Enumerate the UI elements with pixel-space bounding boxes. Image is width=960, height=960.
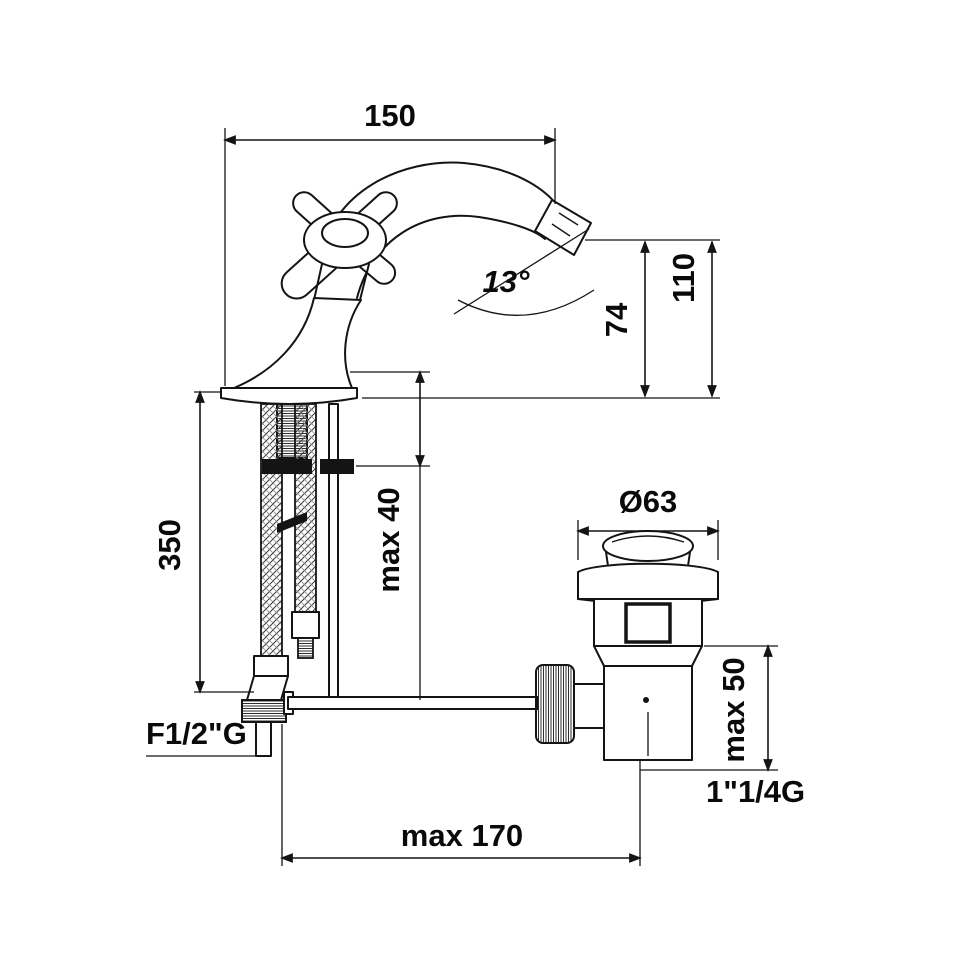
label-inlet-thread: F1/2"G [146, 716, 247, 751]
label-max-reach: max 170 [401, 818, 523, 853]
handle-stem [313, 263, 370, 301]
label-spout-height: 74 [599, 302, 634, 337]
angle-ref-line [453, 228, 590, 315]
drain-cap-side [605, 551, 691, 567]
cross-handle [280, 191, 398, 300]
mounting-clamp-right [320, 459, 354, 474]
popup-rod [328, 403, 339, 705]
label-hose-length: 350 [152, 519, 187, 571]
base-flange [220, 387, 358, 405]
knurled-clamp [535, 664, 575, 744]
bell-body [233, 297, 362, 389]
overflow-hole [624, 602, 672, 644]
supply-hose-right [294, 403, 317, 613]
label-spout-angle: 13° [483, 264, 530, 299]
linkage-rod [287, 696, 539, 710]
hose-right-nipple [297, 637, 314, 659]
drain-flange [577, 562, 719, 600]
spout-aerator-detail [551, 212, 579, 237]
label-drain-thread: 1"1/4G [706, 774, 805, 809]
hose-right-fitting [291, 611, 320, 639]
clamp-collar [573, 683, 607, 729]
elbow-fitting [246, 675, 289, 701]
label-top-width: 150 [364, 98, 416, 133]
hose-band [277, 512, 307, 533]
label-overall-height: 110 [666, 253, 701, 303]
hose-left-nut [253, 655, 289, 677]
handle-hub-cap [321, 218, 369, 248]
label-drain-cap-diameter: Ø63 [619, 484, 678, 519]
drain-artwork [577, 530, 719, 761]
underdeck-artwork [241, 403, 607, 757]
label-max-drain-deck: max 50 [716, 657, 751, 762]
spout-aerator [534, 199, 592, 256]
drain-taper [593, 645, 703, 667]
drain-cap-inner [611, 535, 685, 543]
inlet-tube [255, 721, 272, 757]
faucet-body-artwork [220, 161, 592, 405]
tailpipe-dot [643, 697, 649, 703]
label-max-deck-thickness: max 40 [371, 487, 406, 592]
inlet-hex-fitting [241, 699, 287, 723]
mounting-clamp-left [262, 459, 312, 474]
angle-arc [457, 289, 595, 316]
dimension-lines [146, 128, 778, 866]
dimension-labels: 150 13° 74 110 350 max 40 Ø63 max 50 F1/… [146, 98, 805, 853]
